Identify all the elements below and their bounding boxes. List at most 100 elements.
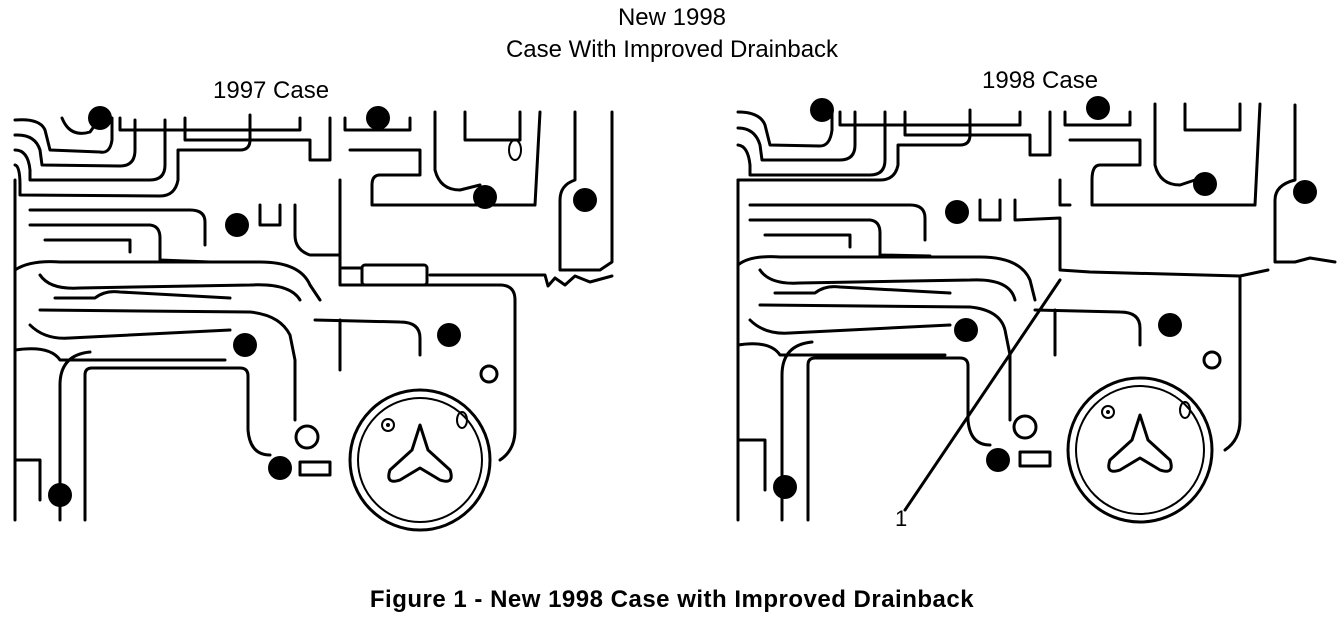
sweep-1997-c <box>53 290 232 300</box>
channel-1998-r <box>1223 274 1242 452</box>
channel-1998-f <box>838 110 1022 127</box>
channel-1998-b <box>736 110 857 162</box>
bolt-hole-1998-b <box>810 98 834 122</box>
bolt-hole-1998-a <box>1293 180 1317 204</box>
open-port-1997-b <box>294 424 320 450</box>
channel-1997-n <box>43 238 132 254</box>
port-tab-1997 <box>298 460 332 477</box>
channel-1997-j <box>433 110 482 192</box>
channel-1998-g <box>903 110 1052 157</box>
pump-bore-inner-1997 <box>357 397 483 523</box>
channel-1998-j <box>1153 102 1197 187</box>
bolt-hole-1997-i <box>48 483 72 507</box>
sweep-1998-e <box>748 318 952 335</box>
figure-title-line-1: New 1998 <box>617 4 727 31</box>
figure-caption: Figure 1 - New 1998 Case with Improved D… <box>369 586 975 613</box>
channel-1997-o <box>258 203 282 227</box>
bolt-hole-1998-c <box>1086 96 1110 120</box>
lower-channel-1997 <box>13 458 42 502</box>
pump-bore-1997 <box>348 388 492 532</box>
lower-wall-1998 <box>780 340 814 522</box>
drainback-slot-1997 <box>360 263 429 287</box>
channel-1997-a <box>13 116 114 154</box>
small-port-1998-b <box>1101 405 1115 419</box>
sweep-1998-b <box>758 268 1017 302</box>
channel-1997-i <box>348 110 542 207</box>
sweep-1997-d <box>38 308 297 422</box>
port-tab-1998 <box>1018 450 1052 468</box>
sweep-1997-b <box>38 273 302 302</box>
case-1997-drawing <box>13 106 614 532</box>
bolt-hole-1998-i <box>773 475 797 499</box>
pump-bore-inner-1998 <box>1075 385 1205 515</box>
drainback-wall-1998 <box>1058 178 1072 207</box>
bolt-hole-1997-h <box>268 456 292 480</box>
label-1998-case: 1998 Case <box>982 67 1099 94</box>
sweep-1998-c <box>773 285 952 295</box>
channel-1997-q <box>338 178 364 270</box>
channel-1997-e <box>60 116 102 135</box>
sweep-1998-a <box>736 255 1037 302</box>
sweep-1997-g <box>313 318 422 357</box>
channel-1998-a <box>736 108 834 148</box>
channel-1997-f <box>118 116 302 132</box>
open-port-1998-a <box>1202 350 1222 370</box>
small-port-1997-b <box>381 418 395 432</box>
callout-number: 1 <box>895 506 908 531</box>
bolt-hole-1997-d <box>473 185 497 209</box>
lower-wall-1997 <box>58 350 92 522</box>
channel-1998-l <box>748 203 927 242</box>
bolt-hole-1997-g <box>437 323 461 347</box>
case-1998-drawing <box>736 96 1337 524</box>
small-port-1998-c <box>1179 401 1191 419</box>
open-port-1997-a <box>479 364 499 384</box>
channel-1997-c <box>13 118 167 182</box>
bolt-hole-1998-f <box>954 318 978 342</box>
bolt-hole-1997-f <box>233 333 257 357</box>
channel-1997-k <box>463 110 522 142</box>
label-1997-case: 1997 Case <box>213 77 330 104</box>
bolt-hole-1998-g <box>1158 313 1182 337</box>
lower-block-1998 <box>806 356 992 522</box>
sweep-1997-e <box>28 323 232 340</box>
pump-rotor-1997 <box>387 423 453 483</box>
channel-1998-n <box>763 233 852 249</box>
case-edge-1997 <box>428 273 614 288</box>
channel-1998-h <box>1063 110 1132 127</box>
sweep-1997-a <box>13 260 322 302</box>
channel-1998-o <box>978 198 1002 222</box>
bolt-hole-1997-a <box>573 188 597 212</box>
channel-1997-h <box>343 116 412 132</box>
channel-1998-k <box>1183 102 1242 132</box>
pump-rotor-1998 <box>1107 413 1173 473</box>
bolt-hole-1997-e <box>225 213 249 237</box>
channel-1998-c <box>736 110 887 177</box>
sweep-1998-f <box>736 342 947 357</box>
small-port-1997-c <box>456 411 468 429</box>
channel-1997-r <box>498 298 517 462</box>
lower-block-1997 <box>83 366 272 522</box>
right-wall-1997 <box>558 110 614 272</box>
sweep-1998-g <box>1033 308 1142 347</box>
callout-leader-line <box>903 278 1062 512</box>
channel-1998-i <box>1068 102 1262 207</box>
sweep-1998-d <box>758 303 1012 422</box>
pump-bore-1998 <box>1066 376 1214 524</box>
channel-1997-m <box>28 223 212 264</box>
bolt-hole-1997-c <box>366 106 390 130</box>
bolt-hole-1998-d <box>1193 172 1217 196</box>
figure-title-line-2: Case With Improved Drainback <box>505 36 839 63</box>
open-port-1998-b <box>1012 414 1038 440</box>
bolt-hole-1997-b <box>88 106 112 130</box>
channel-1998-d <box>736 108 972 182</box>
lower-channel-1998 <box>736 438 767 492</box>
right-wall-1998 <box>1273 103 1337 264</box>
channel-1998-m <box>748 218 932 258</box>
channel-1997-b <box>13 118 137 168</box>
bolt-hole-1998-h <box>986 448 1010 472</box>
small-port-1997 <box>508 139 522 161</box>
channel-1997-d <box>13 113 252 198</box>
drainback-passage-1998 <box>1013 198 1270 278</box>
channel-1997-g <box>183 116 332 162</box>
